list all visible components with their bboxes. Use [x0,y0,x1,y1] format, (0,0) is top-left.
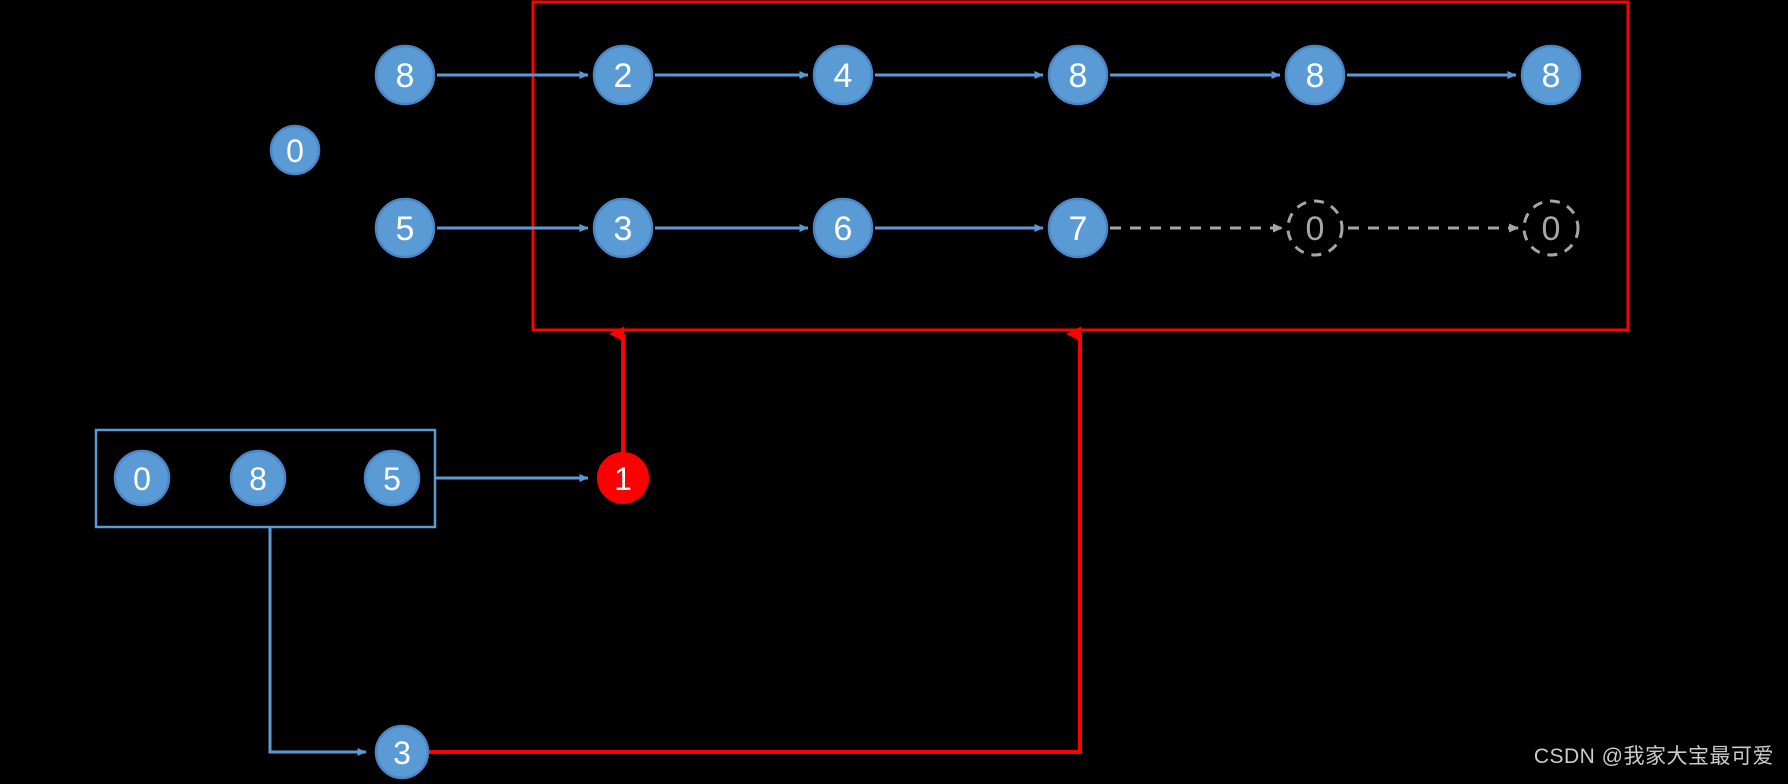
array-cell-0-label: 0 [133,461,151,497]
highlight-arrow-three-up [428,326,1082,754]
array-cell-0[interactable]: 0 [113,449,171,507]
node-top-2-label: 4 [834,57,853,95]
array-cell-2-label: 5 [383,461,401,497]
node-top-head[interactable]: 8 [374,44,436,106]
array-cell-1-label: 8 [249,461,267,497]
node-bot-ghost-2[interactable]: 0 [1522,199,1580,257]
node-bot-ghost-2-label: 0 [1542,210,1561,248]
node-top-3-label: 8 [1069,57,1088,95]
node-zero-standalone[interactable]: 0 [269,124,321,176]
input-array[interactable]: 0 8 5 [94,428,437,529]
node-top-2[interactable]: 4 [812,44,874,106]
node-bot-head[interactable]: 5 [374,197,436,259]
node-bot-head-label: 5 [396,210,415,248]
node-bot-2-label: 6 [834,210,853,248]
node-bot-2[interactable]: 6 [812,197,874,259]
row-top: 8 2 4 8 8 8 [374,44,1582,106]
csdn-watermark: CSDN @我家大宝最可爱 [1533,745,1774,768]
array-cell-2[interactable]: 5 [363,449,421,507]
node-top-5-label: 8 [1542,57,1561,95]
node-bot-ghost-1-label: 0 [1306,210,1325,248]
node-top-4[interactable]: 8 [1284,44,1346,106]
node-bot-3-label: 7 [1069,210,1088,248]
pending-node-three[interactable]: 3 [374,724,430,780]
node-top-1-label: 2 [614,57,633,95]
node-top-1[interactable]: 2 [592,44,654,106]
row-bottom: 5 3 6 7 0 0 [374,197,1580,259]
pending-node-three-label: 3 [393,735,411,771]
node-zero-standalone-label: 0 [286,133,304,169]
node-top-3[interactable]: 8 [1047,44,1109,106]
node-bot-3[interactable]: 7 [1047,197,1109,259]
array-cell-1[interactable]: 8 [229,449,287,507]
pending-node-one-label: 1 [614,461,632,497]
node-bot-ghost-1[interactable]: 0 [1286,199,1344,257]
node-bot-1[interactable]: 3 [592,197,654,259]
node-bot-1-label: 3 [614,210,633,248]
node-top-5[interactable]: 8 [1520,44,1582,106]
node-top-4-label: 8 [1306,57,1325,95]
node-top-head-label: 8 [396,57,415,95]
edge-array-to-three [268,527,367,756]
pending-node-one[interactable]: 1 [597,452,649,504]
